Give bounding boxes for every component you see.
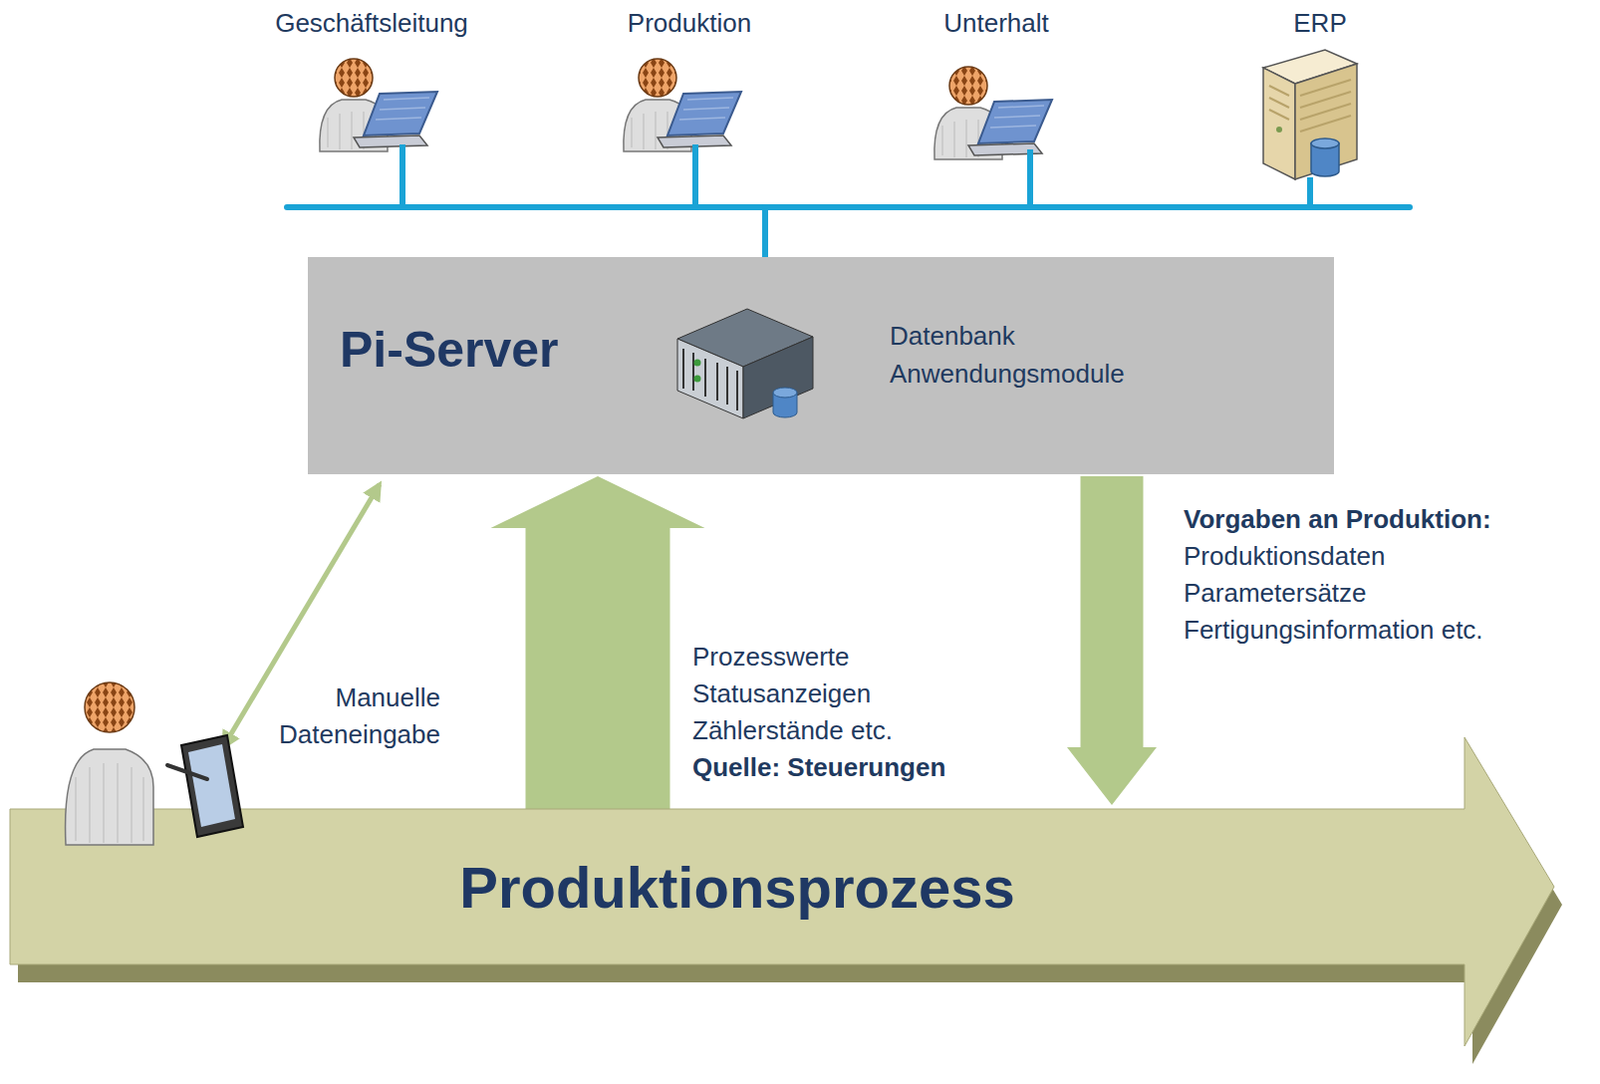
erp-server-icon [1311, 143, 1339, 177]
pi-server-icon [773, 387, 798, 398]
erp-server-icon [1311, 138, 1339, 149]
erp-server-icon [1263, 49, 1357, 180]
process-arrow: Produktionsprozess [9, 808, 1465, 965]
user-laptop-icon [934, 66, 1053, 160]
station-label: ERP [1190, 5, 1450, 40]
operator-tablet-icon [65, 682, 244, 845]
network-station: ERP [1190, 5, 1450, 178]
station-label: Produktion [559, 5, 819, 40]
pi-server-icon [743, 336, 813, 419]
network-station: Unterhalt [866, 5, 1126, 150]
user-laptop-icon [623, 58, 742, 152]
erp-server-icon [1263, 49, 1357, 84]
operator-tablet-icon [188, 744, 236, 827]
network-line [765, 149, 1031, 258]
list-text: Prozesswerte Statusanzeigen Zählerstände… [692, 638, 937, 750]
network-station: Produktion [559, 5, 819, 145]
pi-server-icon [773, 392, 798, 418]
pi-server-icon [683, 348, 738, 411]
network-bus [286, 204, 1410, 211]
erp-server-icon [1263, 67, 1296, 180]
operator-tablet-icon [75, 763, 144, 843]
pi-server-icon [694, 359, 702, 367]
operator-tablet-icon [65, 749, 154, 845]
list-text: Produktionsdaten Parametersätze Fertigun… [1183, 537, 1513, 649]
network-line [402, 144, 766, 258]
operator-tablet-icon [167, 765, 208, 780]
server-description: Datenbank Anwendungsmodule [889, 316, 1179, 393]
station-label: Unterhalt [866, 5, 1126, 40]
erp-server-icon [1300, 79, 1351, 132]
edge-label: Manuelle Dateneingabe [221, 679, 441, 754]
source-note: Quelle: Steuerungen [692, 749, 1012, 787]
network-station: Geschäftsleitung [242, 5, 502, 145]
network-line [765, 177, 1311, 258]
pi-server-icon [677, 308, 813, 367]
pi-server-icon [677, 338, 744, 419]
station-label: Geschäftsleitung [242, 5, 502, 40]
erp-server-icon [1276, 126, 1283, 133]
server-title: Pi-Server [339, 320, 559, 379]
user-laptop-icon [319, 58, 438, 152]
operator-tablet-icon [84, 682, 135, 733]
operator-tablet-icon [181, 735, 244, 837]
section-heading: Vorgaben an Produktion: [1183, 501, 1563, 538]
setpoint-arrow [1066, 476, 1157, 805]
data-flow-arrow [491, 476, 706, 809]
pi-server-icon [677, 308, 813, 419]
server-box: Pi-Server Datenbank Anwendungsmodule [307, 257, 1334, 475]
process-title: Produktionsprozess [9, 808, 1465, 965]
erp-server-icon [1269, 85, 1290, 120]
network-line [695, 144, 766, 258]
arrow-body [9, 737, 1555, 1047]
erp-server-icon [1295, 63, 1357, 180]
pi-server-icon [694, 375, 702, 383]
